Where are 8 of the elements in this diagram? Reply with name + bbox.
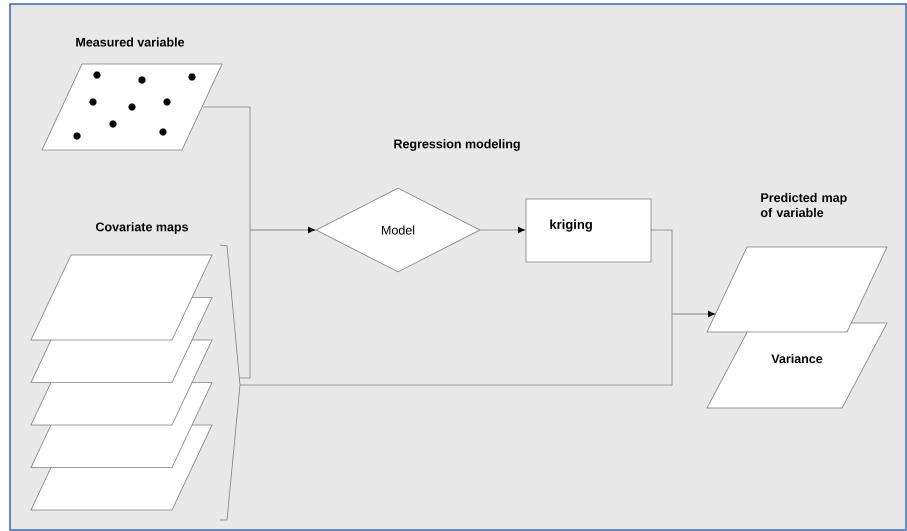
arrow xyxy=(480,226,525,234)
arrow xyxy=(240,226,315,378)
section-heading: Regression modeling xyxy=(394,139,520,151)
map-heading: Measured variable xyxy=(76,37,184,47)
map-heading: Predicted map of variable xyxy=(760,192,847,218)
arrow xyxy=(240,310,715,386)
map-heading: Covariate maps xyxy=(96,222,188,234)
process-box: kriging xyxy=(526,198,652,262)
